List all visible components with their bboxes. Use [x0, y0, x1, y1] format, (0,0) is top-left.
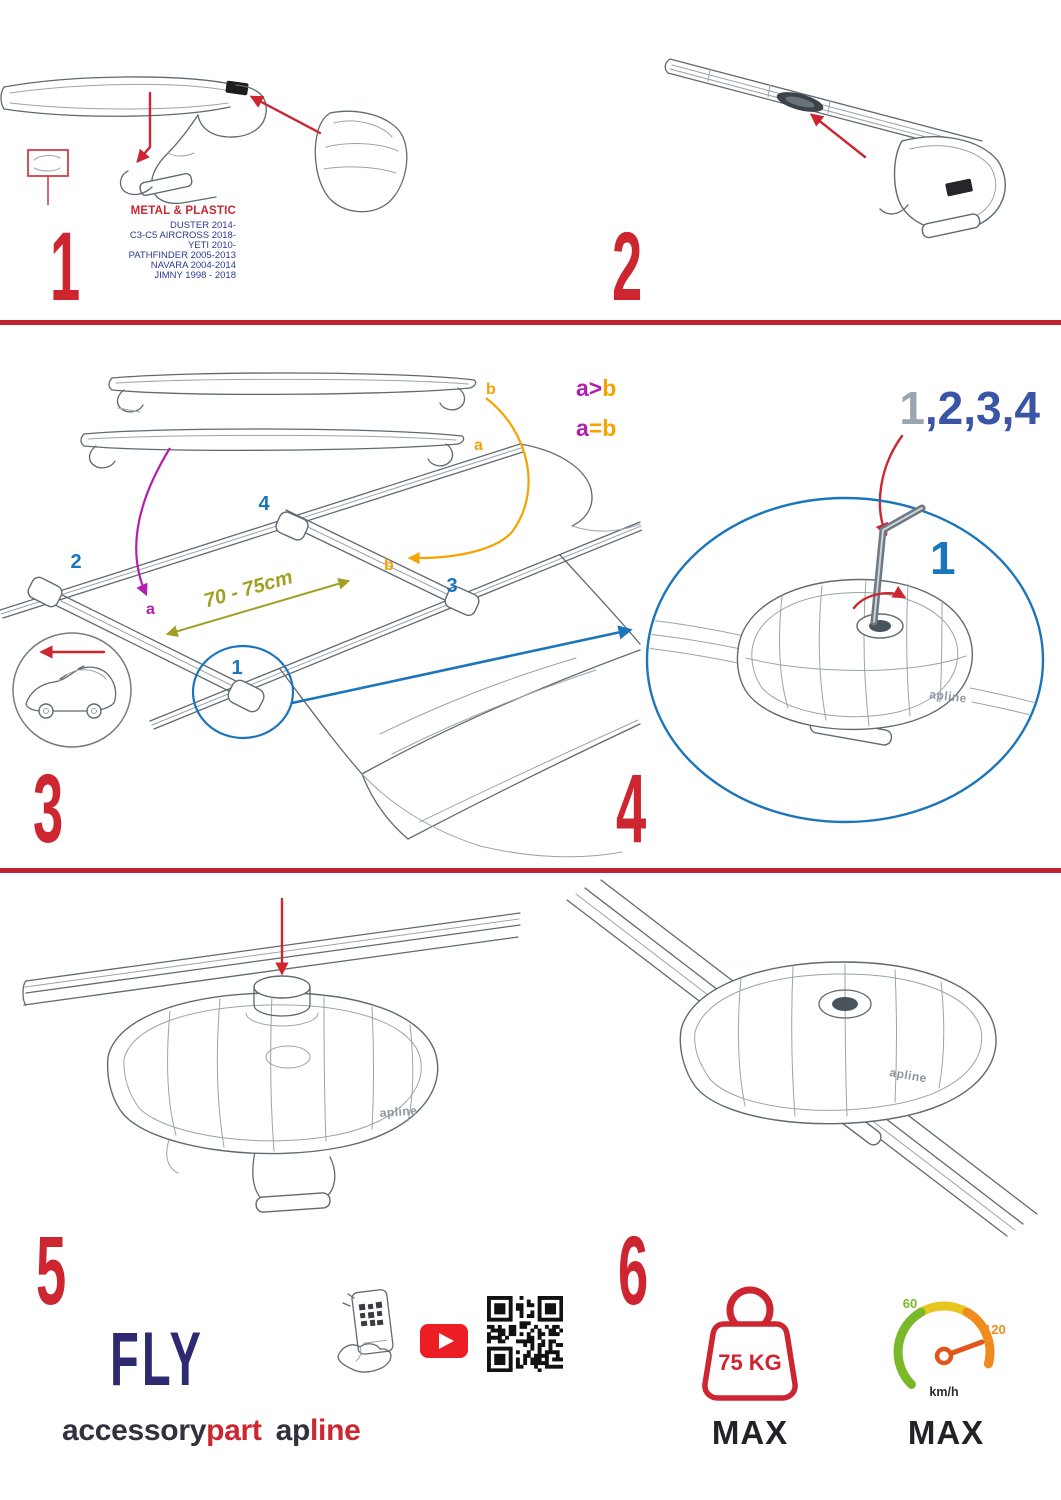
clamp-hook-drawing	[119, 114, 217, 205]
model-line: JIMNY 1998 - 2018	[154, 270, 236, 281]
youtube-icon	[420, 1324, 468, 1358]
foot-4	[275, 511, 309, 541]
sequence-arrow	[875, 434, 904, 537]
loose-bar-a	[80, 428, 465, 469]
brand-line: line	[310, 1414, 361, 1447]
clamp-foot-drawing	[879, 136, 1006, 239]
step3-roof-layout-drawing: b a a>b a=b	[0, 372, 642, 858]
zoom-leader-arrow	[291, 625, 633, 705]
step1-clamp-cover-drawing	[0, 76, 408, 213]
rule-a-equals-b: a=b	[576, 415, 616, 441]
cover-to-bar-arrow	[249, 95, 322, 135]
step4-number: 4	[616, 754, 646, 863]
bar-b-position-arrow	[407, 397, 530, 565]
speed-60-label: 60	[903, 1296, 917, 1311]
bar-a-label: a	[474, 437, 483, 454]
car-direction-inset	[12, 632, 132, 748]
tighten-sequence-label: 1,2,3,4	[899, 382, 1040, 434]
weight-max-label: MAX	[711, 1414, 789, 1451]
plastic-cover-drawing	[314, 110, 408, 213]
apline-logo: apline	[888, 1065, 928, 1085]
material-label: METAL & PLASTIC	[130, 205, 236, 217]
foot-1-zoom-circle	[191, 644, 295, 740]
distance-arrow	[165, 577, 351, 638]
zoomed-foot-number: 1	[930, 532, 956, 584]
step2-number: 2	[612, 212, 642, 321]
brand-accessory: accessory	[62, 1414, 207, 1447]
step6-number: 6	[618, 1216, 648, 1325]
rubber-pad	[255, 1192, 331, 1213]
model-line: NAVARA 2004-2014	[150, 260, 236, 271]
foot-3-label: 3	[446, 575, 457, 597]
model-line: C3-C5 AIRCROSS 2018-	[129, 230, 236, 241]
step1-number: 1	[50, 212, 80, 321]
bar-a-position-arrow	[135, 447, 171, 597]
zoom-circle	[645, 496, 1045, 824]
zoomed-clamp-drawing: apline	[649, 578, 1041, 746]
step5-press-knob-drawing: apline	[22, 897, 521, 1213]
section-divider	[0, 868, 1061, 873]
foot-1-label: 1	[231, 657, 242, 679]
locking-knob	[245, 975, 319, 1027]
foot-1	[227, 679, 265, 713]
roof-bar-end-drawing	[0, 76, 267, 138]
bar-to-clamp-arrow	[136, 91, 152, 164]
distance-label: 70 - 75cm	[201, 566, 295, 612]
speed-120-label: 120	[984, 1322, 1006, 1337]
clamp-body-drawing	[106, 992, 439, 1155]
fly-brand-label: FLY	[110, 1317, 204, 1402]
brand-part: part	[206, 1414, 262, 1447]
speed-limit-icon: 60 120 km/h	[893, 1296, 1006, 1399]
weight-limit-icon: 75 KG	[702, 1286, 798, 1401]
qr-scan-phone-icon	[337, 1289, 394, 1373]
foot-2	[27, 576, 63, 608]
compatible-models-list: METAL & PLASTIC DUSTER 2014- C3-C5 AIRCR…	[98, 205, 236, 281]
qr-code-icon	[487, 1296, 563, 1372]
speed-max-label: MAX	[907, 1414, 985, 1451]
brand-ap: ap	[275, 1414, 311, 1447]
brand-sticker	[225, 80, 249, 96]
step4-tighten-drawing: 1,2,3,4 1 apline	[645, 382, 1045, 824]
roof-label-a: a	[146, 601, 155, 618]
rear-crossbar	[275, 509, 480, 617]
brand-sticker	[945, 178, 973, 197]
play-icon	[439, 1333, 454, 1349]
section-divider	[0, 320, 1061, 325]
model-line: YETI 2010-	[187, 240, 236, 251]
insert-into-slot-arrow	[809, 113, 867, 159]
foot-4-label: 4	[258, 493, 270, 515]
front-crossbar	[27, 576, 265, 713]
foot-3	[444, 585, 480, 617]
bar-b-label: b	[486, 381, 496, 398]
model-line: PATHFINDER 2005-2013	[128, 250, 236, 261]
rule-a-greater-b: a>b	[576, 375, 616, 401]
apline-logo: apline	[929, 687, 968, 705]
car-roof-drawing	[0, 443, 642, 858]
step2-bar-slot-drawing	[664, 58, 1006, 239]
step5-number: 5	[36, 1216, 66, 1325]
foot-2-label: 2	[70, 551, 81, 573]
speed-unit-label: km/h	[929, 1385, 958, 1399]
bolt-hole	[832, 997, 858, 1011]
model-line: DUSTER 2014-	[170, 220, 236, 231]
step6-mounted-clamp-drawing: apline	[566, 879, 1038, 1237]
loose-bar-b	[108, 372, 477, 413]
apline-logo: apline	[379, 1103, 418, 1120]
step3-number: 3	[33, 754, 63, 863]
rotate-key-arrow	[852, 586, 907, 610]
clamp-body-drawing: apline	[679, 961, 997, 1125]
rubber-pad-callout	[27, 149, 69, 205]
roof-label-b: b	[384, 557, 394, 574]
weight-value-label: 75 KG	[718, 1350, 782, 1375]
